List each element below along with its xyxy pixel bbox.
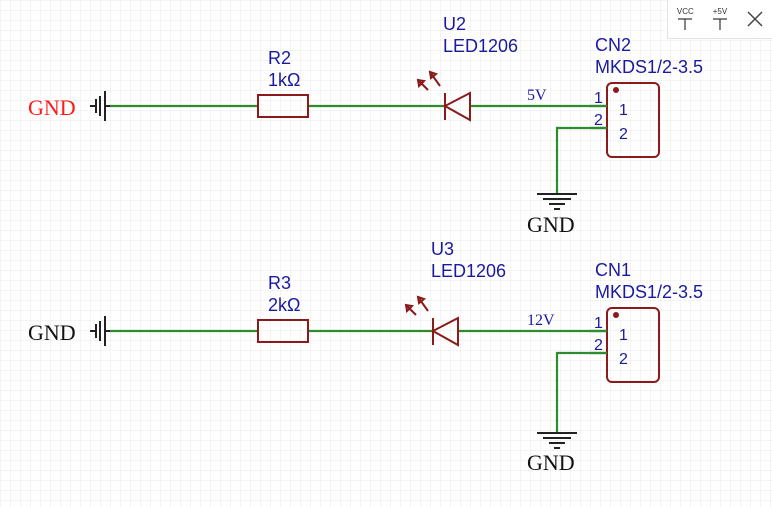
circuit-top: GND R2 1kΩ U2 LED1206 [28, 14, 703, 237]
value-label-r3: 2kΩ [268, 295, 300, 315]
ref-label-cn1: CN1 [595, 260, 631, 280]
close-button[interactable] [742, 6, 768, 32]
vcc-symbol-button[interactable]: VCC [672, 6, 698, 32]
gnd-label-bottom-bottom: GND [527, 450, 575, 475]
pin-name: 1 [619, 102, 628, 119]
power-symbol-toolbar: VCC +5V [667, 0, 772, 39]
pin-number: 2 [594, 112, 603, 129]
plus5v-symbol-button[interactable]: +5V [707, 6, 733, 32]
ref-label-r2: R2 [268, 48, 291, 68]
gnd-port-left-bottom[interactable]: GND [28, 316, 110, 346]
connector-cn2[interactable]: 1 2 1 2 CN2 MKDS1/2-3.5 [590, 35, 703, 158]
led-u2[interactable]: U2 LED1206 [416, 14, 518, 122]
value-label-u2: LED1206 [443, 36, 518, 56]
gnd-label-left-bottom: GND [28, 320, 76, 345]
net-label-12v[interactable]: 12V [527, 312, 555, 329]
pin-name: 2 [619, 126, 628, 143]
plus5v-label: +5V [712, 7, 728, 16]
value-label-r2: 1kΩ [268, 70, 300, 90]
pin-number: 2 [594, 337, 603, 354]
gnd-port-left-top[interactable]: GND [28, 91, 110, 121]
ref-label-cn2: CN2 [595, 35, 631, 55]
vcc-icon [678, 18, 693, 30]
circuit-bottom: GND R3 2kΩ U3 LED1206 12V [28, 239, 703, 475]
pin-number: 1 [594, 315, 603, 332]
pin-name: 1 [619, 327, 628, 344]
value-label-cn1: MKDS1/2-3.5 [595, 282, 703, 302]
gnd-symbol-bottom-bottom[interactable]: GND [527, 432, 577, 475]
vcc-label: VCC [676, 7, 694, 16]
led-u3[interactable]: U3 LED1206 [404, 239, 506, 347]
connector-cn1[interactable]: 1 2 1 2 CN1 MKDS1/2-3.5 [590, 260, 703, 383]
value-label-u3: LED1206 [431, 261, 506, 281]
value-label-cn2: MKDS1/2-3.5 [595, 57, 703, 77]
ref-label-r3: R3 [268, 273, 291, 293]
pin-number: 1 [594, 90, 603, 107]
pin-name: 2 [619, 351, 628, 368]
gnd-label-bottom-top: GND [527, 212, 575, 237]
resistor-r2[interactable]: R2 1kΩ [257, 48, 309, 118]
resistor-r3[interactable]: R3 2kΩ [257, 273, 309, 343]
gnd-symbol-bottom-top[interactable]: GND [527, 193, 577, 237]
plus5v-icon [712, 18, 727, 30]
ref-label-u3: U3 [431, 239, 454, 259]
net-label-5v[interactable]: 5V [527, 87, 547, 104]
gnd-label-left-top: GND [28, 95, 76, 120]
ref-label-u2: U2 [443, 14, 466, 34]
close-icon [747, 11, 763, 27]
